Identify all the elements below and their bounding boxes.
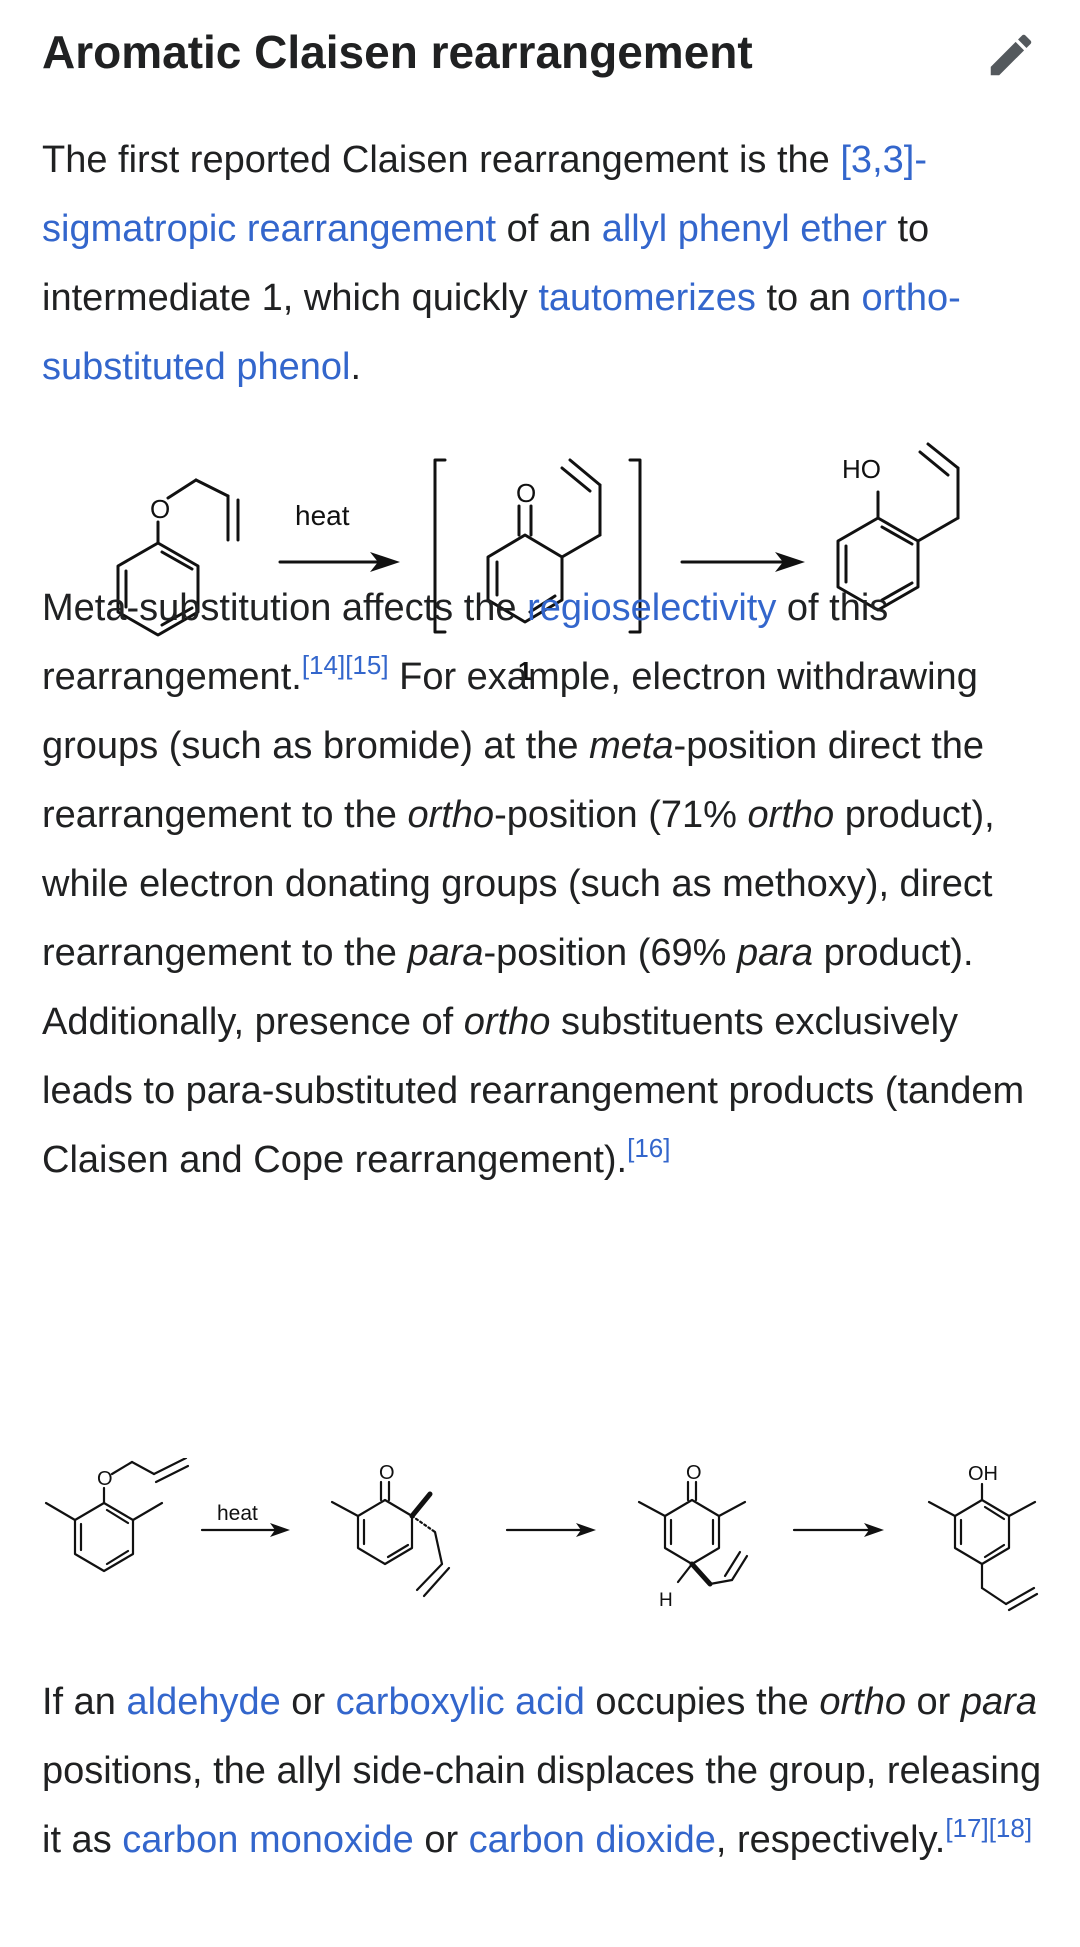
citation-link[interactable]: [18] [988,1813,1033,1843]
italic-text: para [960,1681,1037,1723]
heat-arrow: heat [278,500,400,572]
cope-intermediate-structure: H O [637,1462,749,1611]
text: If an [42,1681,127,1723]
dimethyl-allyl-phenyl-ether-structure: O [44,1458,190,1573]
link-regioselectivity[interactable]: regioselectivity [527,587,777,629]
reaction-scheme-2[interactable]: O heat O [42,1458,1042,1658]
text: of an [496,208,602,250]
heat-label: heat [295,500,350,531]
oxygen-label: O [686,1462,702,1484]
citation-link[interactable]: [14] [301,650,346,680]
reaction-scheme-1[interactable]: O heat O 1 [100,440,980,700]
paragraph-meta-substitution: Meta-substitution affects the regioselec… [42,574,1042,1195]
oxygen-label: O [379,1462,395,1484]
link-carbon-monoxide[interactable]: carbon monoxide [122,1819,414,1861]
oxygen-label: O [150,494,170,524]
intermediate-structure: O 1 [433,458,642,686]
heat-label: heat [217,1502,258,1525]
oxygen-label: O [97,1468,113,1490]
hydroxyl-label: OH [968,1463,998,1485]
link-ortho-substituted-phenol[interactable]: ortho-substituted phenol [42,277,961,388]
heat-arrow: heat [200,1502,290,1537]
text: -position direct the rearrangement to th… [42,725,985,836]
italic-text: ortho [407,794,495,836]
section-title: Aromatic Claisen rearrangement [42,26,753,78]
italic-text: para [736,932,814,974]
citation-link[interactable]: [15] [345,650,389,680]
citation-link[interactable]: [17] [945,1813,989,1843]
italic-text: meta [589,725,674,767]
italic-text: para [407,932,484,974]
reaction-arrow [792,1523,884,1537]
text: or [280,1681,336,1723]
citation[interactable]: [17][18] [945,1813,1032,1843]
citation[interactable]: [16] [627,1133,670,1163]
text: -position (69% [483,932,737,974]
text: or [905,1681,961,1723]
italic-text: ortho [819,1681,906,1723]
text: , respectively. [715,1819,946,1861]
citation-link[interactable]: [16] [627,1133,671,1163]
link-allyl-phenyl-ether[interactable]: allyl phenyl ether [601,208,887,250]
para-allylphenol-structure: OH [927,1463,1039,1612]
allyl-phenyl-ether-structure: O [116,478,240,637]
hydroxyl-label: HO [842,454,881,484]
text: substituents exclusively leads to para-s… [42,1001,1025,1181]
text: The first reported Claisen rearrangement… [42,139,841,181]
text: of this rearrangement. [42,587,889,698]
link-sigmatropic-rearrangement[interactable]: [3,3]-sigmatropic rearrangement [42,139,927,250]
text: to an [755,277,862,319]
link-carbon-dioxide[interactable]: carbon dioxide [468,1819,716,1861]
text: positions, the allyl side-chain displace… [42,1750,1042,1861]
intermediate-number: 1 [518,656,532,686]
reaction-arrow [505,1523,596,1537]
text: -position (71% [494,794,748,836]
oxygen-label: O [516,478,536,508]
citation[interactable]: [14][15] [302,650,389,680]
text: to intermediate 1, which quickly [42,208,930,319]
paragraph-intro: The first reported Claisen rearrangement… [42,126,1042,402]
section-heading-row: Aromatic Claisen rearrangement [42,14,1042,90]
paragraph-aldehyde-carboxylic: If an aldehyde or carboxylic acid occupi… [42,1668,1042,1875]
reaction-arrow [680,552,805,572]
link-aldehyde[interactable]: aldehyde [126,1681,281,1723]
text: Meta-substitution affects the [42,587,528,629]
text: product). Additionally, presence of [42,932,974,1043]
italic-text: ortho [463,1001,551,1043]
link-carboxylic-acid[interactable]: carboxylic acid [335,1681,585,1723]
hydrogen-label: H [659,1590,673,1611]
dienone-structure: O [330,1462,451,1598]
text: occupies the [584,1681,820,1723]
italic-text: ortho [747,794,835,836]
ortho-allylphenol-structure: HO [836,442,960,612]
text: or [413,1819,469,1861]
link-tautomerizes[interactable]: tautomerizes [538,277,756,319]
text: . [350,346,362,388]
text: product), while electron donating groups… [42,794,995,974]
pencil-icon[interactable] [984,28,1038,82]
text: For example, electron withdrawing groups… [42,656,978,767]
